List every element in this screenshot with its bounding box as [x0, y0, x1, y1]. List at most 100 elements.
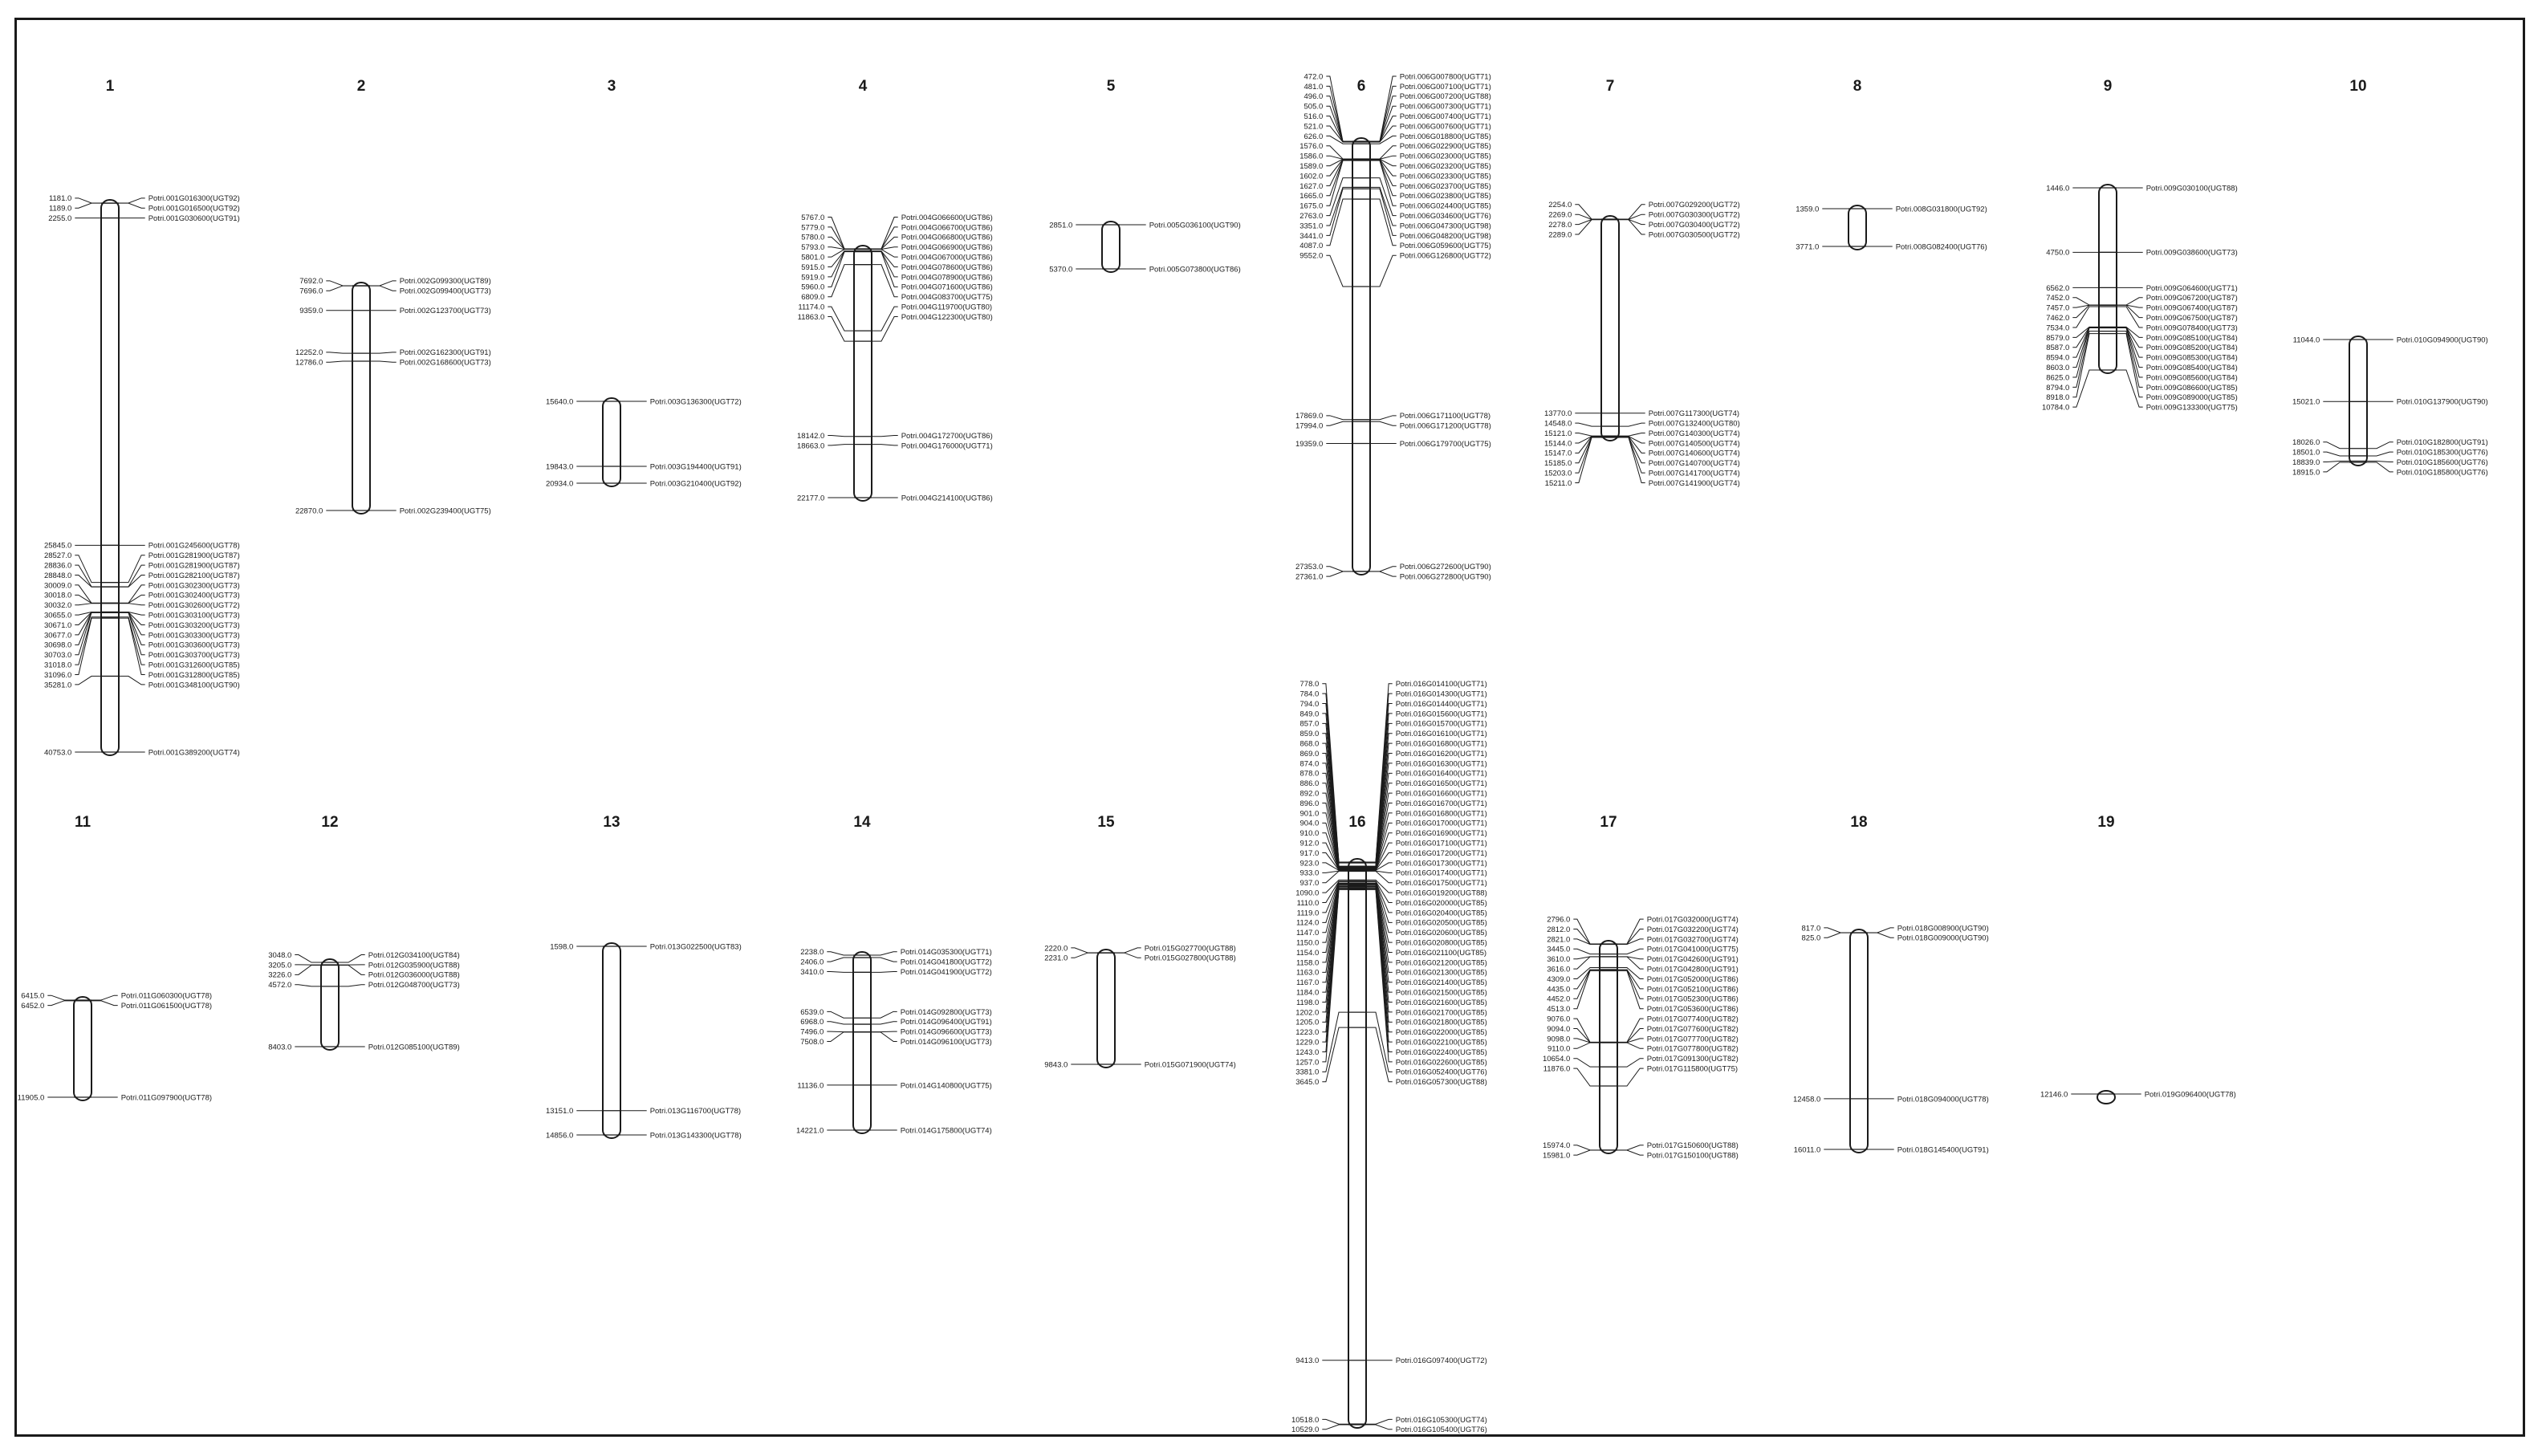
position-leader [75, 202, 101, 209]
chromosome-number: 17 [1600, 814, 1617, 831]
marker-position: 849.0 [1300, 710, 1320, 718]
marker-position: 3048.0 [268, 951, 291, 960]
gene-label: Potri.016G021200(UGT85) [1396, 958, 1487, 967]
position-leader [75, 616, 101, 665]
gene-leader [1370, 135, 1397, 144]
gene-label: Potri.016G014100(UGT71) [1396, 680, 1487, 689]
gene-leader [1366, 772, 1393, 868]
position-leader [295, 954, 321, 963]
position-leader [1573, 970, 1600, 1010]
gene-label: Potri.006G272800(UGT90) [1400, 573, 1491, 582]
marker-position: 19359.0 [1295, 440, 1323, 449]
chromosome-bar [1096, 949, 1116, 1068]
position-leader [1322, 862, 1348, 871]
marker-position: 3351.0 [1299, 222, 1323, 230]
gene-leader [119, 202, 145, 209]
marker-position: 8794.0 [2046, 384, 2069, 392]
gene-label: Potri.002G099300(UGT89) [400, 277, 491, 286]
gene-leader [2367, 451, 2393, 457]
chromosome-bar [2098, 184, 2117, 374]
gene-label: Potri.004G122300(UGT80) [901, 313, 993, 322]
marker-position: 2821.0 [1547, 935, 1570, 944]
gene-label: Potri.010G137900(UGT90) [2397, 398, 2488, 407]
gene-leader [119, 675, 145, 685]
gene-label: Potri.004G078900(UGT86) [901, 273, 993, 282]
chromosome-number: 15 [1097, 814, 1115, 831]
position-leader [827, 957, 853, 962]
chromosome-bar [320, 958, 340, 1051]
marker-position: 1189.0 [49, 205, 71, 214]
position-leader [326, 352, 352, 354]
gene-leader [1619, 437, 1645, 484]
gene-label: Potri.001G303700(UGT73) [148, 651, 240, 660]
chromosome-bar [352, 282, 371, 514]
marker-position: 878.0 [1300, 770, 1320, 779]
marker-position: 9552.0 [1299, 252, 1323, 261]
gene-label: Potri.001G303300(UGT73) [148, 631, 240, 640]
gene-label: Potri.014G035300(UGT71) [901, 948, 992, 957]
marker-position: 912.0 [1300, 840, 1320, 848]
gene-label: Potri.018G145400(UGT91) [1897, 1145, 1989, 1154]
marker-position: 4572.0 [268, 981, 291, 990]
gene-leader [370, 352, 397, 354]
gene-label: Potri.010G185300(UGT76) [2397, 448, 2488, 457]
gene-leader [1370, 125, 1397, 143]
gene-label: Potri.002G123700(UGT73) [400, 307, 491, 315]
gene-label: Potri.006G023300(UGT85) [1400, 172, 1491, 181]
marker-position: 27361.0 [1295, 573, 1323, 582]
position-leader [1573, 969, 1600, 990]
position-leader [1326, 177, 1352, 217]
gene-label: Potri.013G116700(UGT78) [650, 1107, 741, 1116]
gene-label: Potri.009G086600(UGT85) [2146, 384, 2238, 392]
gene-leader [1370, 145, 1397, 160]
position-leader [1322, 693, 1348, 863]
gene-label: Potri.009G085100(UGT84) [2146, 334, 2238, 343]
gene-label: Potri.016G021700(UGT85) [1396, 1008, 1487, 1017]
gene-label: Potri.017G115800(UGT75) [1647, 1065, 1738, 1074]
marker-position: 5780.0 [801, 234, 824, 242]
marker-position: 1150.0 [1296, 939, 1319, 948]
gene-label: Potri.017G091300(UGT82) [1647, 1055, 1739, 1064]
marker-position: 15211.0 [1545, 479, 1572, 488]
position-leader [1326, 135, 1352, 144]
marker-position: 35281.0 [44, 681, 71, 689]
gene-leader [2117, 331, 2143, 388]
gene-label: Potri.016G020400(UGT85) [1396, 909, 1487, 917]
marker-position: 3226.0 [268, 971, 291, 980]
marker-position: 2796.0 [1547, 916, 1570, 925]
marker-position: 9359.0 [299, 307, 323, 315]
position-leader [1575, 204, 1601, 220]
gene-label: Potri.016G021600(UGT85) [1396, 998, 1487, 1007]
gene-label: Potri.016G020500(UGT85) [1396, 919, 1487, 928]
marker-position: 9110.0 [1548, 1045, 1570, 1054]
gene-leader [2117, 327, 2143, 368]
marker-position: 25845.0 [44, 542, 71, 551]
marker: 27361.0 Potri.006G272800(UGT90) [1295, 571, 1491, 582]
gene-label: Potri.001G303200(UGT73) [148, 621, 240, 630]
position-leader [1322, 870, 1348, 884]
marker-position: 4435.0 [1547, 985, 1570, 994]
gene-label: Potri.002G162300(UGT91) [400, 348, 491, 357]
gene-label: Potri.017G032700(UGT74) [1647, 935, 1739, 944]
gene-leader [1617, 948, 1644, 955]
position-leader [828, 250, 854, 278]
gene-label: Potri.016G022000(UGT85) [1396, 1028, 1487, 1037]
